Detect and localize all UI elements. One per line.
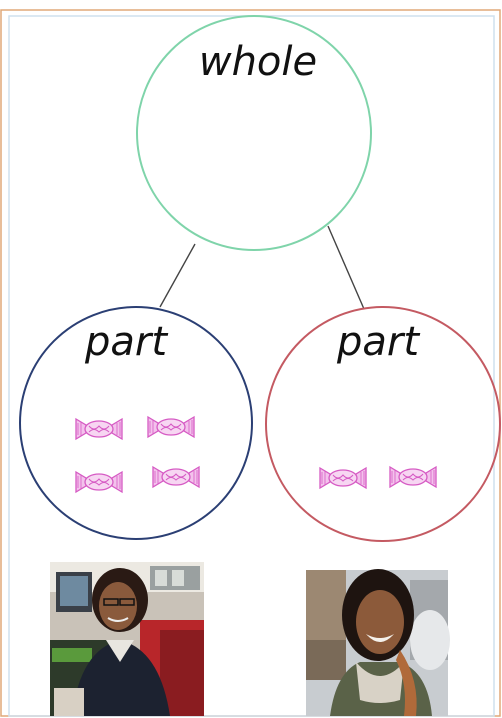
candy-icon <box>389 466 437 488</box>
candy-icon <box>75 418 123 440</box>
candy-icon <box>152 466 200 488</box>
right-part-label: part <box>336 319 420 365</box>
left-part-label: part <box>84 319 168 365</box>
candy-icon <box>319 467 367 489</box>
person-photo-outdoor <box>306 569 450 716</box>
connector-right <box>327 225 365 310</box>
connector-left <box>159 243 196 308</box>
whole-label: whole <box>198 39 318 85</box>
candy-icon <box>75 471 123 493</box>
person-photo-office <box>50 562 204 716</box>
left-part-circle <box>19 306 253 540</box>
whole-circle <box>136 15 372 251</box>
right-part-circle <box>265 306 501 542</box>
candy-icon <box>147 416 195 438</box>
